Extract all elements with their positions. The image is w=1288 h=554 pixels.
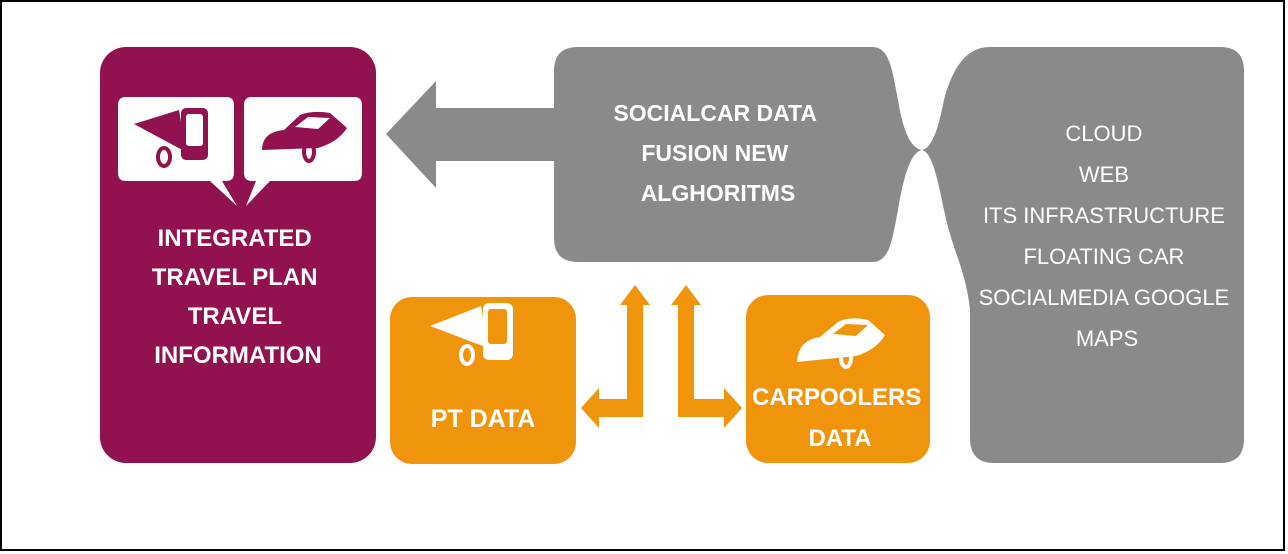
- bus-icon: [134, 108, 208, 168]
- carpoolers-car-icon: [797, 318, 885, 369]
- fusion-output-arrow: [386, 81, 556, 188]
- pt-bus-icon: [430, 303, 513, 366]
- pt-data-box: [390, 297, 576, 464]
- carpoolers-label: CARPOOLERS DATA: [752, 384, 928, 452]
- carpoolers-data-box: [746, 295, 930, 463]
- pt-to-fusion-arrow: [581, 285, 650, 428]
- fusion-box: [554, 47, 922, 262]
- data-sources-label: CLOUD WEB ITS INFRASTRUCTURE FLOATING CA…: [979, 121, 1236, 351]
- integrated-car-bubble: [244, 97, 362, 206]
- carpoolers-to-fusion-arrow: [671, 285, 742, 428]
- pt-data-label: PT DATA: [431, 405, 536, 433]
- fusion-label: SOCIALCAR DATA FUSION NEW ALGHORITMS: [613, 100, 822, 206]
- integrated-label: INTEGRATED TRAVEL PLAN TRAVEL INFORMATIO…: [152, 225, 324, 369]
- car-icon: [262, 111, 347, 163]
- integrated-bus-bubble: [118, 97, 237, 206]
- data-sources-box: [922, 47, 1244, 463]
